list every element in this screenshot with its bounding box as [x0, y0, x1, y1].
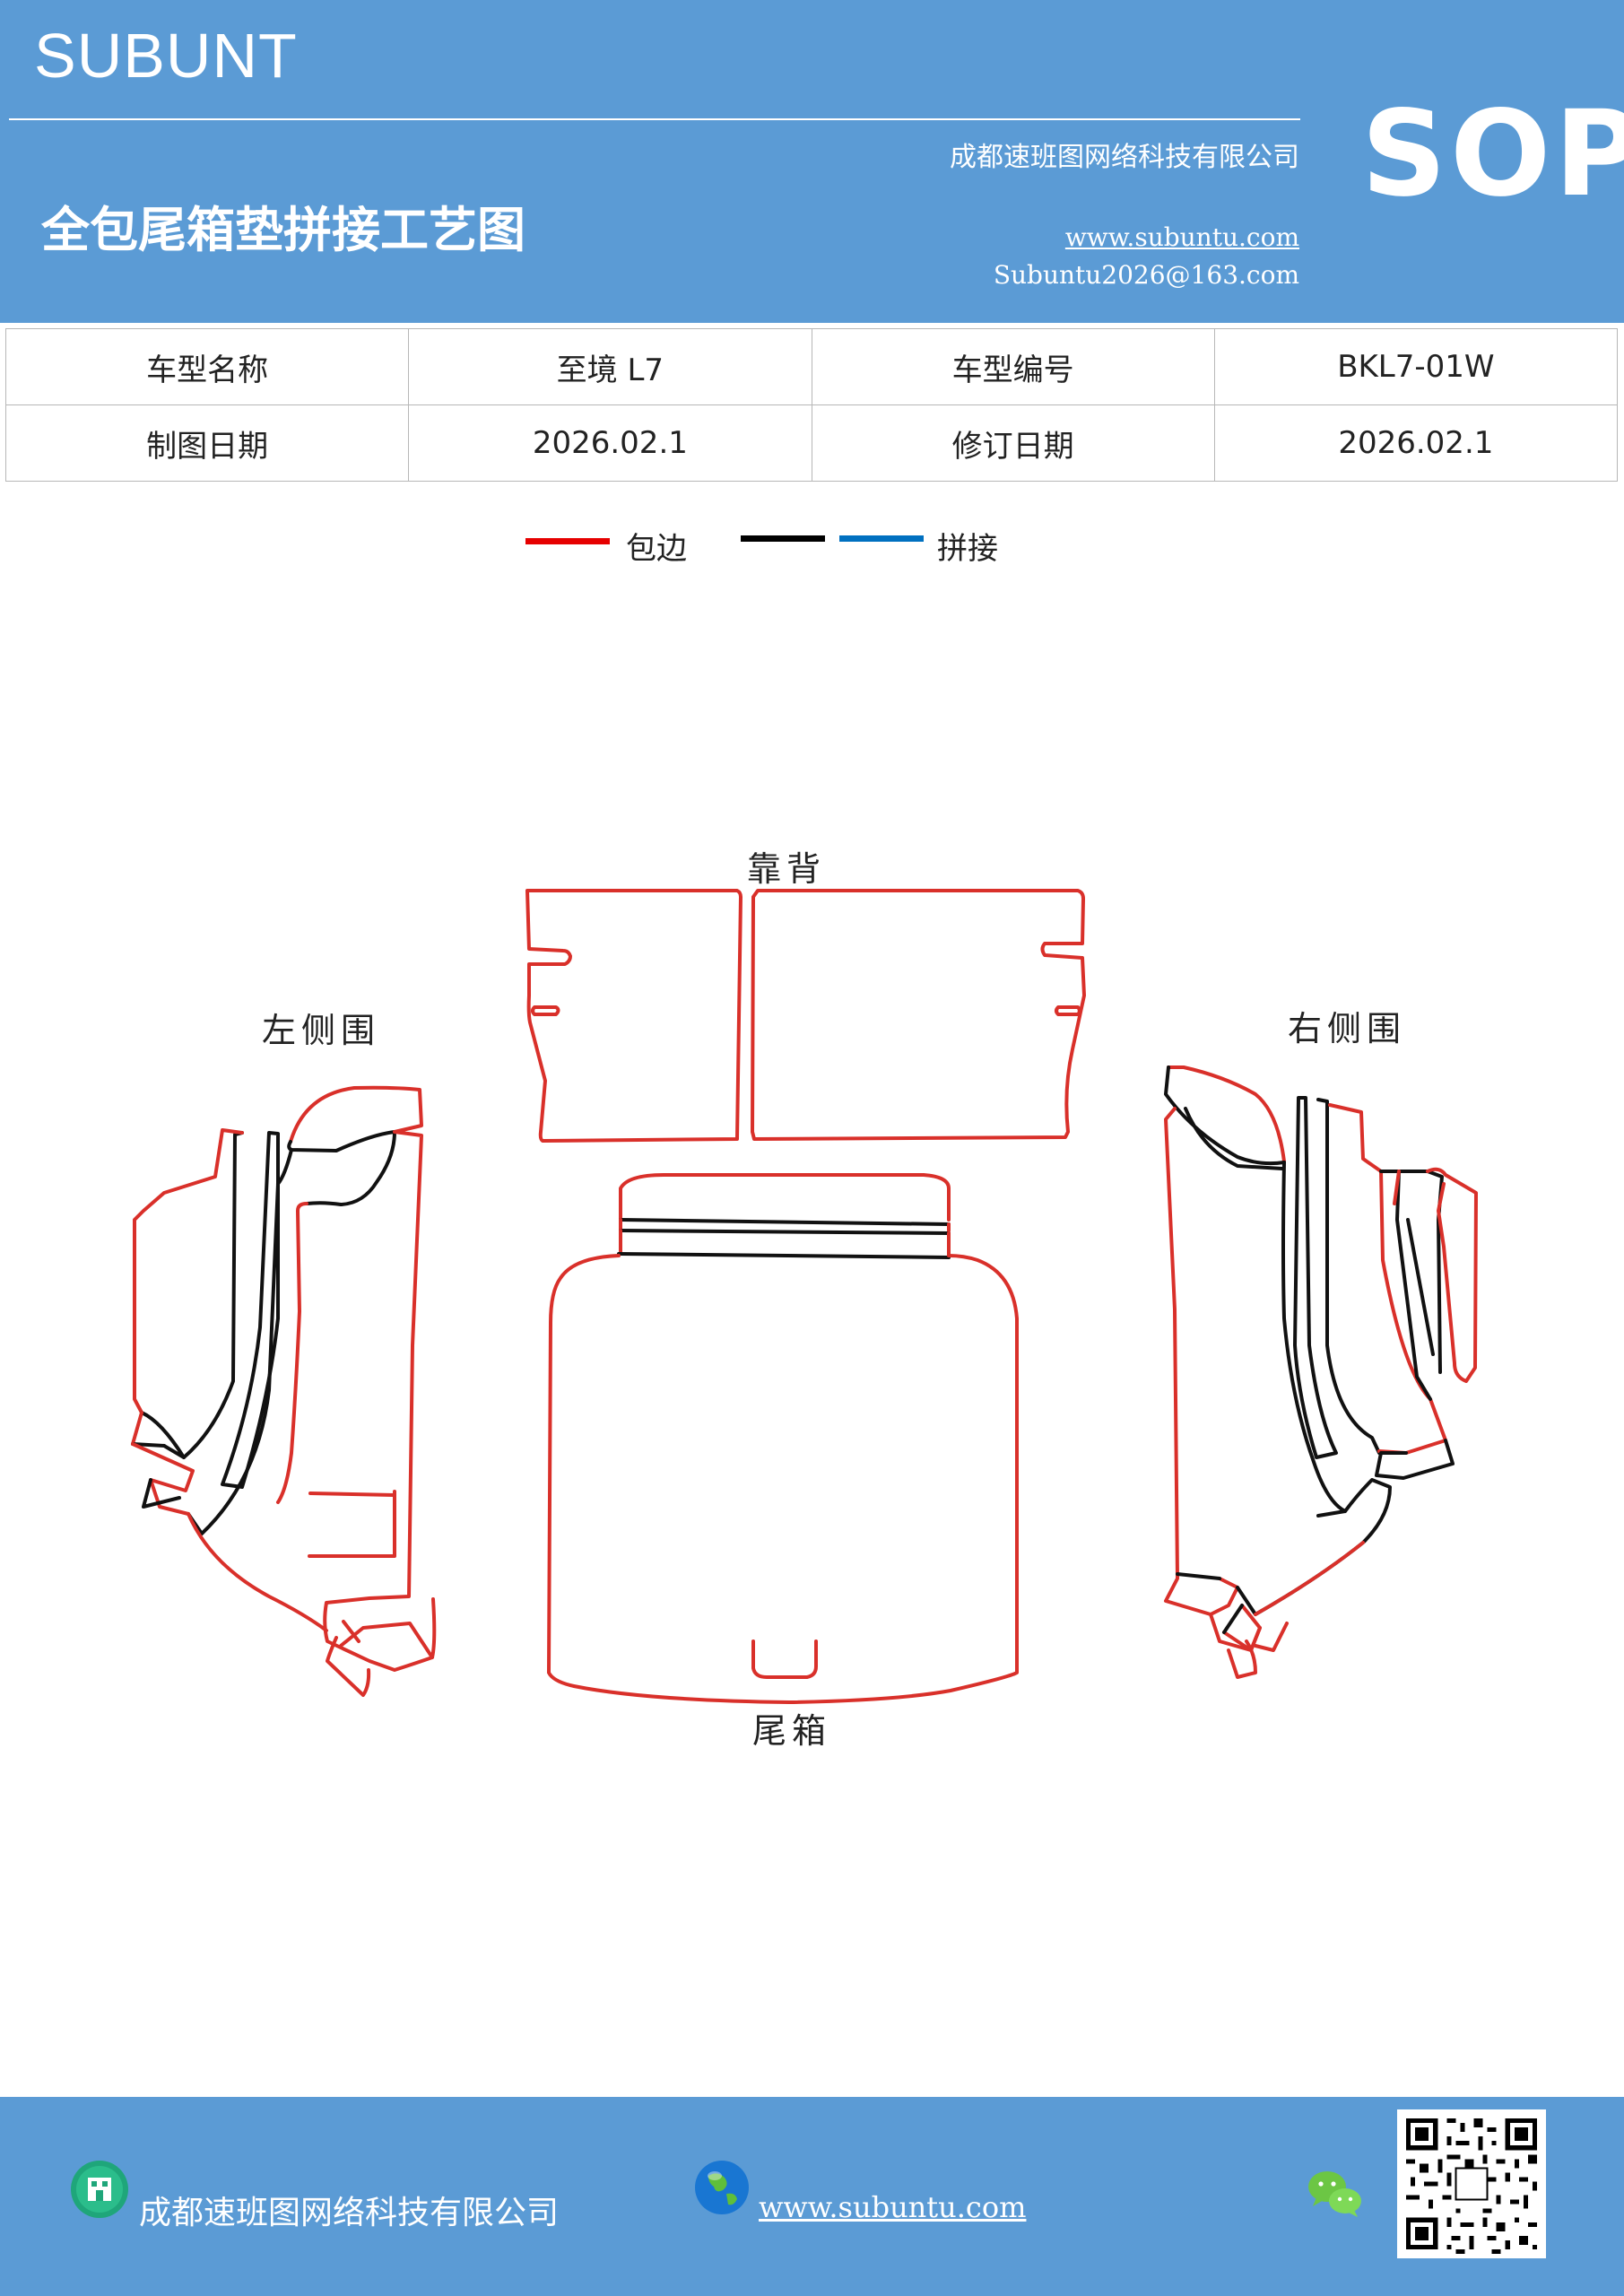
table-cell: 2026.02.1: [408, 404, 812, 482]
legend-wrap-swatch: [525, 538, 610, 544]
table-cell: BKL7-01W: [1213, 328, 1619, 405]
header-divider: [9, 118, 1300, 120]
header-email: Subuntu2026@163.com: [993, 260, 1299, 290]
legend-wrap-label: 包边: [626, 531, 687, 567]
legend-splice-swatch-black: [741, 535, 825, 542]
table-cell: 至境 L7: [408, 328, 812, 405]
table-cell: 修订日期: [811, 404, 1215, 482]
legend: 包边 拼接: [0, 524, 1624, 578]
header-company: 成都速班图网络科技有限公司: [950, 142, 1299, 173]
brand-name: SUBUNT: [34, 21, 298, 91]
info-table: 车型名称 至境 L7 车型编号 BKL7-01W 制图日期 2026.02.1 …: [4, 328, 1619, 482]
mat-splice-diagram: 靠背 左侧围 右侧围 尾箱: [131, 849, 1478, 1751]
header-band: SUBUNT 成都速班图网络科技有限公司 全包尾箱垫拼接工艺图 www.subu…: [0, 0, 1624, 323]
table-row: 制图日期 2026.02.1 修订日期 2026.02.1: [4, 404, 1619, 482]
qr-code: [1397, 2109, 1546, 2258]
table-cell: 车型名称: [4, 328, 410, 405]
wechat-icon: [1308, 2171, 1361, 2217]
label-backrest: 靠背: [747, 849, 826, 889]
page-title: 全包尾箱垫拼接工艺图: [41, 202, 525, 258]
label-right-side: 右侧围: [1288, 1009, 1406, 1048]
left-side-panel: [131, 1085, 437, 1697]
label-left-side: 左侧围: [262, 1011, 380, 1050]
footer-website-link[interactable]: www.subuntu.com: [759, 2190, 1027, 2224]
legend-splice-swatch-blue: [839, 535, 924, 542]
backrest-panel-left: [525, 889, 743, 1143]
building-icon: [71, 2161, 128, 2218]
table-row: 车型名称 至境 L7 车型编号 BKL7-01W: [4, 328, 1619, 405]
table-cell: 车型编号: [811, 328, 1215, 405]
label-trunk: 尾箱: [752, 1711, 831, 1751]
globe-icon: [695, 2161, 749, 2214]
footer-band: 成都速班图网络科技有限公司 www.subuntu.com: [0, 2097, 1624, 2296]
header-website-link[interactable]: www.subuntu.com: [1064, 222, 1299, 252]
legend-splice-label: 拼接: [937, 531, 998, 567]
right-side-panel: [1164, 1065, 1478, 1679]
sop-badge: SOP: [1361, 85, 1624, 223]
table-cell: 2026.02.1: [1213, 404, 1619, 482]
footer-company: 成都速班图网络科技有限公司: [139, 2195, 560, 2231]
backrest-panel-right: [751, 889, 1086, 1141]
trunk-floor-panel: [547, 1254, 1019, 1704]
trunk-top-strip: [617, 1173, 951, 1259]
table-cell: 制图日期: [4, 404, 410, 482]
